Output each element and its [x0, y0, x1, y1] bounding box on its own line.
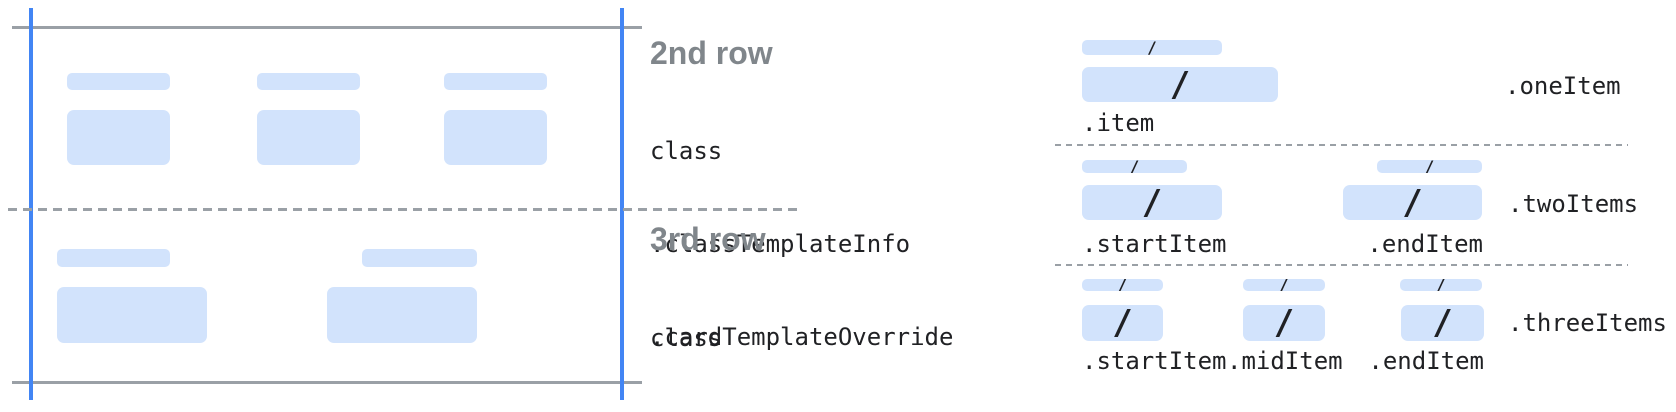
item-field-label: .endItem [1367, 230, 1483, 258]
start-item-value-bar: / [1082, 305, 1163, 341]
start-item-value-bar: / [1082, 185, 1222, 220]
layout-divider-dashed-line [1055, 144, 1628, 146]
row2-field1-value-box [67, 110, 170, 165]
slash-icon: / [1112, 305, 1133, 341]
layout-divider-dashed-line [1055, 264, 1628, 266]
row2-field1-label-bar [67, 73, 170, 90]
row3-start-label-bar [57, 249, 170, 267]
mid-item-value-bar: / [1243, 305, 1325, 341]
end-item-value-bar: / [1401, 305, 1484, 341]
mid-item-label-bar: / [1243, 279, 1325, 291]
row3-start-value-box [57, 287, 207, 343]
card-bottom-boundary-line [12, 381, 642, 384]
row3-end-value-box [327, 287, 477, 343]
slash-icon: / [1436, 279, 1446, 291]
slash-icon: / [1129, 160, 1140, 173]
row2-field2-label-bar [257, 73, 360, 90]
item-field-label: .midItem [1227, 347, 1343, 375]
card-top-boundary-line [12, 26, 642, 29]
item-field-label: .endItem [1368, 347, 1484, 375]
slash-icon: / [1147, 40, 1157, 55]
slash-icon: / [1279, 279, 1289, 291]
end-item-label-bar: / [1377, 160, 1482, 173]
slash-icon: / [1141, 185, 1163, 220]
start-item-label-bar: / [1082, 279, 1163, 291]
slash-icon: / [1402, 185, 1423, 220]
slash-icon: / [1424, 160, 1435, 173]
item-field-label: .startItem [1082, 230, 1227, 258]
card-left-margin-line [29, 8, 33, 400]
one-item-label-bar: / [1082, 40, 1222, 55]
row3-heading: 3rd row [650, 221, 766, 257]
row2-class-path: class .classTemplateInfo .cardTemplateOv… [650, 74, 997, 412]
row2-field3-label-bar [444, 73, 547, 90]
end-item-value-bar: / [1343, 185, 1482, 220]
slash-icon: / [1169, 67, 1191, 102]
layout-name-label: .twoItems [1508, 190, 1639, 218]
row2-field3-value-box [444, 110, 547, 165]
card-row-divider-dashed-line [8, 208, 797, 211]
row3-end-label-bar [362, 249, 477, 267]
slash-icon: / [1117, 279, 1128, 291]
row2-field2-value-box [257, 110, 360, 165]
item-field-label: .item [1082, 109, 1155, 137]
code-line: .classTemplateInfo [650, 230, 911, 258]
start-item-label-bar: / [1082, 160, 1187, 173]
end-item-label-bar: / [1400, 279, 1482, 291]
slash-icon: / [1432, 305, 1453, 341]
row3-class-path: class .classTemplateInfo .cardTemplateOv… [650, 261, 997, 412]
row2-heading: 2nd row [650, 35, 773, 71]
one-item-value-bar: / [1082, 67, 1278, 102]
item-field-label: .startItem [1082, 347, 1227, 375]
layout-name-label: .oneItem [1505, 72, 1621, 100]
code-line: class [650, 137, 723, 165]
slash-icon: / [1273, 305, 1295, 341]
code-line: .cardTemplateOverride [650, 323, 954, 351]
card-right-margin-line [620, 8, 624, 400]
layout-name-label: .threeItems [1508, 309, 1667, 337]
code-line: class [650, 324, 723, 352]
